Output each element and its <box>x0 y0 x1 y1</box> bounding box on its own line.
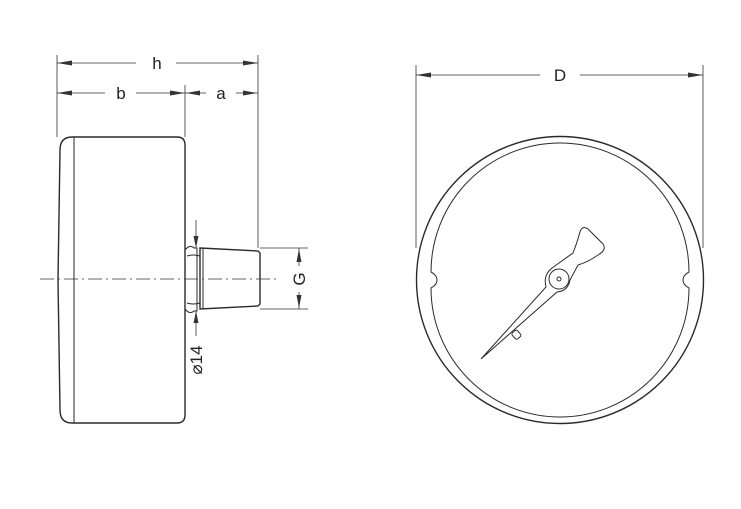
threaded-stem <box>199 247 261 310</box>
side-view: h b a G ⌀14 <box>40 54 309 424</box>
gauge-body <box>57 136 186 424</box>
label-diameter: ⌀14 <box>187 345 206 374</box>
arrow <box>170 90 185 96</box>
arrow <box>243 90 257 96</box>
inner-ring <box>430 142 690 418</box>
label-d: D <box>554 66 566 85</box>
arrow <box>416 72 431 78</box>
needle <box>480 227 605 360</box>
outer-ring <box>415 135 705 425</box>
arrow <box>296 249 302 262</box>
arrow <box>193 311 199 323</box>
arrow <box>186 90 200 96</box>
label-a: a <box>216 84 226 103</box>
arrow <box>193 236 199 248</box>
label-b: b <box>116 84 125 103</box>
label-g: G <box>290 272 309 285</box>
arrow <box>57 60 72 66</box>
arrow <box>296 295 302 308</box>
arrow <box>688 72 703 78</box>
front-view: D <box>415 65 705 425</box>
label-h: h <box>152 54 161 73</box>
arrow <box>57 90 72 96</box>
collar <box>184 245 198 314</box>
arrow <box>243 60 258 66</box>
collar-neck <box>186 254 201 305</box>
